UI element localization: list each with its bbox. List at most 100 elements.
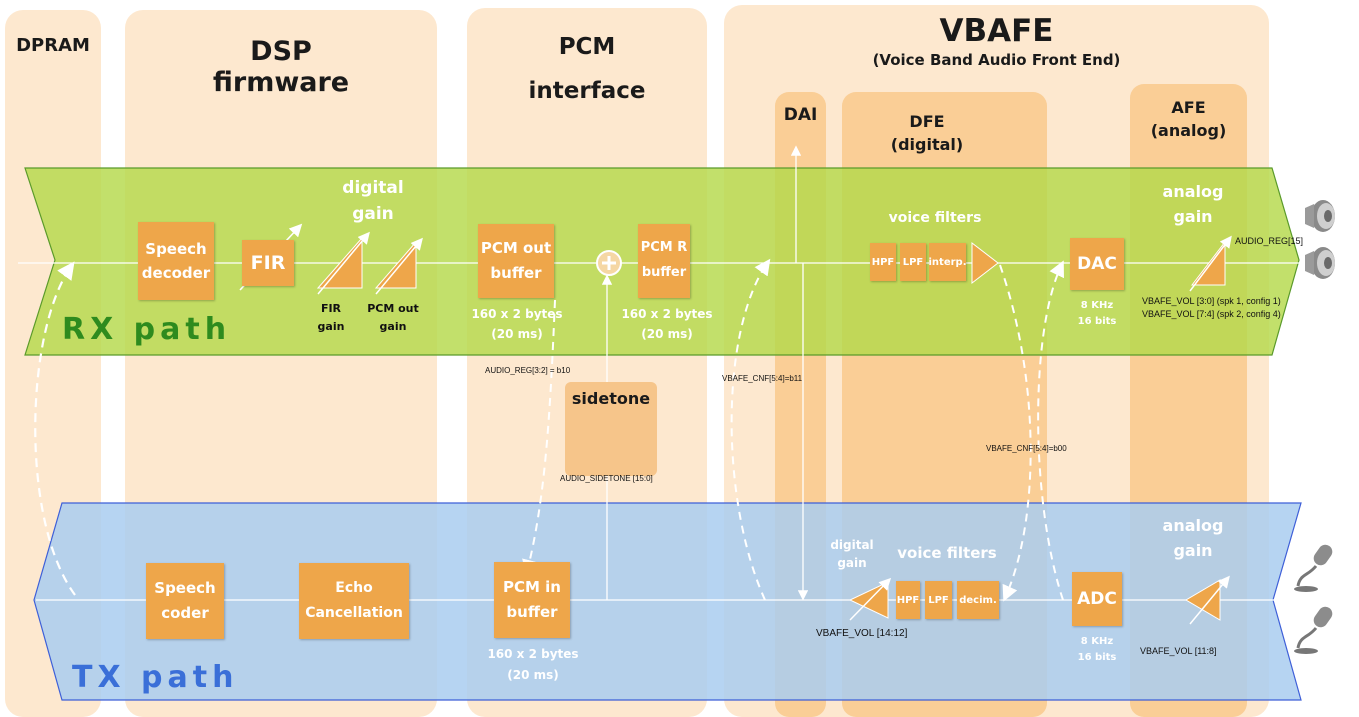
dfe-header-line1: DFE	[909, 112, 945, 131]
vbafe-vol-30-label: VBAFE_VOL [3:0] (spk 1, config 1)	[1142, 296, 1281, 306]
dsp-header-line2: firmware	[212, 67, 350, 99]
dac-spec-line2: 16 bits	[1077, 316, 1117, 327]
dac-block: DAC	[1070, 238, 1124, 290]
pcm-out-gain-label: PCM out gain	[360, 300, 426, 336]
fir-gain-line1: FIR	[320, 302, 342, 315]
tx-digital-gain-line2: gain	[837, 556, 867, 570]
tx-analog-gain-line2: gain	[1173, 540, 1213, 560]
vbafe-subheader: (Voice Band Audio Front End)	[872, 51, 1121, 69]
pcm-out-buffer-line1: PCM out	[480, 238, 552, 257]
speech-coder-line2: coder	[161, 604, 209, 622]
pcm-out-size-line1: 160 x 2 bytes	[471, 307, 563, 321]
tx-lpf-block: LPF	[925, 581, 952, 619]
echo-line2: Cancellation	[305, 605, 403, 621]
dai-header: DAI	[783, 105, 818, 125]
rx-lpf-block: LPF	[900, 243, 926, 281]
pcm-out-buffer-block: PCM out buffer	[478, 224, 554, 298]
rx-interp-block: interp.	[929, 243, 967, 281]
sidetone-panel	[565, 382, 657, 476]
microphone-icon	[1294, 544, 1333, 592]
pcm-r-buffer-line2: buffer	[641, 265, 687, 280]
pcm-r-buffer-line1: PCM R	[640, 240, 688, 256]
rx-digital-gain-line1: digital	[342, 178, 404, 198]
audio-reg32-label: AUDIO_REG[3:2] = b10	[485, 366, 571, 375]
sidetone-label: sidetone	[571, 389, 651, 408]
fir-block: FIR	[242, 240, 294, 286]
pcm-out-gain-line1: PCM out	[367, 302, 419, 315]
pcm-r-size-line2: (20 ms)	[641, 327, 693, 342]
vbafe-vol-118-label: VBAFE_VOL [11:8]	[1140, 646, 1217, 656]
afe-header-line2: (analog)	[1150, 121, 1227, 141]
dfe-header: DFE (digital)	[842, 110, 1012, 156]
vbafe-vol-1412-label: VBAFE_VOL [14:12]	[816, 628, 908, 639]
pcm-in-buffer-block: PCM in buffer	[494, 562, 570, 638]
pcm-out-gain-triangle	[374, 240, 417, 289]
pcm-out-gain-line2: gain	[379, 320, 407, 334]
pcm-in-size-line2: (20 ms)	[507, 668, 559, 682]
tx-digital-gain-label: digital gain	[818, 536, 886, 572]
vbafe-cnf-b11-label: VBAFE_CNF[5:4]=b11	[722, 374, 803, 383]
tx-analog-gain-label: analog gain	[1148, 514, 1238, 564]
rx-digital-gain-label: digital gain	[318, 176, 428, 227]
dai-rx-dashed-arrow	[730, 258, 771, 601]
rx-hpf-block: HPF	[870, 243, 896, 281]
fir-gain-line2: gain	[317, 320, 345, 334]
pcm-in-size-line1: 160 x 2 bytes	[487, 647, 579, 661]
pcm-r-buffer-block: PCM R buffer	[638, 224, 690, 298]
pcm-tx-dashed-arrow	[522, 299, 556, 576]
adc-spec-line1: 8 KHz	[1080, 636, 1114, 647]
tx-decim-block: decim.	[957, 581, 999, 619]
tx-hpf-block: HPF	[896, 581, 920, 619]
speaker-icon	[1305, 200, 1335, 232]
tx-path-band	[33, 502, 1302, 701]
dsp-header: DSP firmware	[125, 36, 437, 98]
afe-dashed-arrow	[1037, 260, 1064, 601]
rx-digital-gain-line2: gain	[352, 203, 394, 224]
speech-decoder-line1: Speech	[145, 240, 207, 258]
tx-digital-gain-line1: digital	[830, 538, 874, 552]
pcm-out-buffer-line2: buffer	[490, 264, 542, 282]
audio-reg15-label: AUDIO_REG[15]	[1235, 236, 1304, 246]
pcm-r-size-line1: 160 x 2 bytes	[621, 307, 713, 321]
adc-block: ADC	[1072, 572, 1122, 626]
vbafe-cnf-b00-label: VBAFE_CNF[5:4]=b00	[986, 444, 1067, 453]
speech-coder-block: Speech coder	[146, 563, 224, 639]
dsp-header-line1: DSP	[250, 36, 312, 67]
tx-voice-filters-label: voice filters	[897, 544, 997, 562]
vbafe-header: VBAFE	[939, 13, 1054, 49]
pcm-out-size-line2: (20 ms)	[491, 327, 543, 342]
speech-decoder-line2: decoder	[141, 264, 211, 282]
pcm-in-size-label: 160 x 2 bytes (20 ms)	[478, 644, 588, 686]
speech-decoder-block: Speech decoder	[138, 222, 214, 300]
pcm-r-size-label: 160 x 2 bytes (20 ms)	[612, 304, 722, 345]
pcm-header: PCM interface	[467, 26, 707, 113]
audio-sidetone-label: AUDIO_SIDETONE [15:0]	[560, 474, 653, 483]
rx-voice-filters-label: voice filters	[888, 210, 982, 226]
pcm-header-line2: interface	[528, 77, 646, 104]
tx-path-label: TX path	[72, 660, 239, 695]
echo-line1: Echo	[335, 579, 373, 596]
dpram-rx-dashed-arrow	[34, 261, 76, 596]
rx-voice-triangle	[971, 241, 999, 285]
pcm-out-size-label: 160 x 2 bytes (20 ms)	[462, 304, 572, 345]
microphone-icon	[1294, 606, 1333, 654]
rx-analog-gain-label: analog gain	[1148, 180, 1238, 230]
adc-spec-line2: 16 bits	[1077, 652, 1117, 663]
speaker-icon	[1305, 247, 1335, 279]
dpram-header: DPRAM	[16, 35, 90, 56]
vbafe-vol-74-label: VBAFE_VOL [7:4] (spk 2, config 4)	[1142, 309, 1281, 319]
rx-path-label: RX path	[62, 312, 232, 347]
pcm-in-buffer-line1: PCM in	[503, 577, 561, 596]
fir-gain-triangle	[316, 236, 363, 289]
dfe-header-line2: (digital)	[890, 135, 964, 155]
rx-analog-gain-triangle	[1190, 240, 1226, 286]
dfe-loop-dashed-arrow	[999, 264, 1032, 602]
rx-analog-gain-line2: gain	[1173, 206, 1213, 226]
pcm-in-buffer-line2: buffer	[506, 603, 558, 621]
echo-cancellation-block: Echo Cancellation	[299, 563, 409, 639]
pcm-header-line1: PCM	[558, 34, 616, 60]
afe-header-line1: AFE	[1171, 98, 1206, 117]
dac-spec-line1: 8 KHz	[1080, 300, 1114, 311]
fir-gain-label: FIR gain	[308, 300, 354, 336]
dac-spec-label: 8 KHz 16 bits	[1064, 298, 1130, 330]
